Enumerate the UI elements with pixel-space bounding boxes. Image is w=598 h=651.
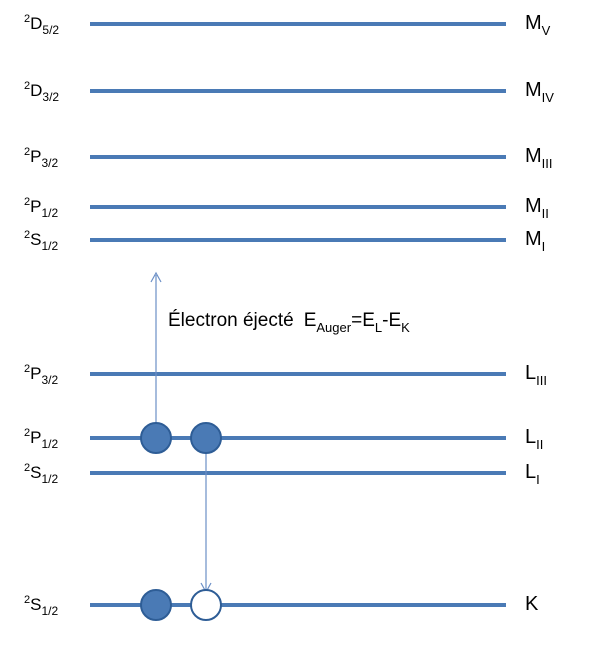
shell-letter: L <box>525 461 537 483</box>
shell-letter: M <box>525 145 542 167</box>
shell-label: K <box>525 594 538 614</box>
shell-letter: M <box>525 195 542 217</box>
term-multiplicity: 2 <box>24 462 31 474</box>
term-multiplicity: 2 <box>24 363 31 375</box>
term-j: 3/2 <box>41 373 59 387</box>
electron-hole-k <box>190 589 222 621</box>
shell-index: II <box>541 206 549 221</box>
electron-l2-transition <box>190 422 222 454</box>
ek-symbol: E <box>388 310 402 331</box>
term-orbital: P <box>30 147 42 166</box>
caption-text: Électron éjecté <box>168 310 294 331</box>
shell-letter: L <box>525 362 537 384</box>
term-orbital: S <box>30 595 42 614</box>
term-orbital: S <box>30 463 42 482</box>
term-multiplicity: 2 <box>24 196 31 208</box>
shell-index: III <box>536 373 547 388</box>
term-symbol: 2S1/2 <box>24 229 59 253</box>
minus-sign: - <box>382 310 389 331</box>
ejection-arrow <box>150 271 162 438</box>
term-symbol: 2D5/2 <box>24 13 60 37</box>
term-j: 1/2 <box>41 239 59 253</box>
auger-energy-subscript: Auger <box>316 320 352 335</box>
shell-label: MIV <box>525 80 554 104</box>
shell-index: I <box>536 472 540 487</box>
shell-index: III <box>541 156 553 171</box>
shell-letter: M <box>525 79 542 101</box>
shell-label: LI <box>525 462 540 486</box>
term-multiplicity: 2 <box>24 229 31 241</box>
shell-label: LIII <box>525 363 547 387</box>
auger-energy-symbol: E <box>303 310 317 331</box>
ek-subscript: K <box>401 320 410 335</box>
term-orbital: P <box>30 197 42 216</box>
term-multiplicity: 2 <box>24 594 31 606</box>
term-symbol: 2P3/2 <box>24 363 59 387</box>
shell-label: MII <box>525 196 549 220</box>
shell-label: MIII <box>525 146 553 170</box>
term-orbital: P <box>30 364 42 383</box>
shell-letter: L <box>525 426 537 448</box>
term-j: 3/2 <box>42 90 60 104</box>
term-symbol: 2P1/2 <box>24 427 59 451</box>
ejection-arrow-head <box>150 271 162 283</box>
term-symbol: 2P3/2 <box>24 146 59 170</box>
term-multiplicity: 2 <box>24 13 31 25</box>
term-multiplicity: 2 <box>24 427 31 439</box>
el-subscript: L <box>374 320 383 335</box>
term-symbol: 2P1/2 <box>24 196 59 220</box>
electron-l2-ejected <box>140 422 172 454</box>
shell-index: V <box>541 23 551 38</box>
term-j: 1/2 <box>41 437 59 451</box>
term-symbol: 2S1/2 <box>24 594 59 618</box>
shell-label: LII <box>525 427 543 451</box>
term-symbol: 2S1/2 <box>24 462 59 486</box>
electron-k <box>140 589 172 621</box>
term-multiplicity: 2 <box>24 146 31 158</box>
equals-sign: = <box>351 310 363 331</box>
shell-index: IV <box>541 90 554 105</box>
shell-label: MV <box>525 13 550 37</box>
term-j: 1/2 <box>41 604 59 618</box>
shell-letter: M <box>525 12 542 34</box>
term-j: 1/2 <box>41 472 59 486</box>
term-orbital: D <box>30 81 43 100</box>
shell-index: I <box>541 239 546 254</box>
shell-letter: M <box>525 228 542 250</box>
term-symbol: 2D3/2 <box>24 80 60 104</box>
shell-label: MI <box>525 229 545 253</box>
shell-letter: K <box>525 593 539 615</box>
term-orbital: D <box>30 14 43 33</box>
transition-arrow <box>200 438 212 594</box>
el-symbol: E <box>362 310 375 331</box>
term-j: 1/2 <box>41 206 59 220</box>
term-j: 5/2 <box>42 23 60 37</box>
shell-index: II <box>536 437 544 452</box>
term-multiplicity: 2 <box>24 80 31 92</box>
term-j: 3/2 <box>41 156 59 170</box>
term-orbital: S <box>30 230 42 249</box>
term-orbital: P <box>30 428 42 447</box>
